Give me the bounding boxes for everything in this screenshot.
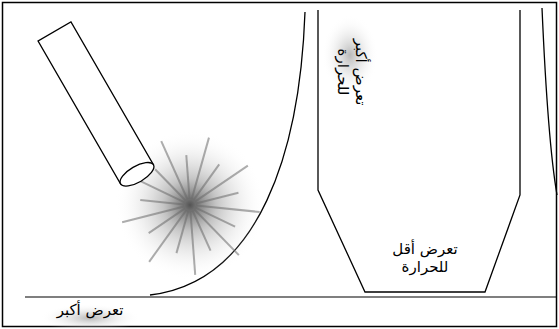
heat-exposure-label: تعرض أكبر [30, 301, 150, 319]
heat-exposure-label: تعرض أكبر للحرارة [334, 30, 370, 114]
flare-ray [196, 206, 260, 212]
flare-ray [149, 208, 185, 233]
flare-ray [186, 155, 189, 199]
surface-curve [542, 8, 557, 195]
vessel-shape: تعرض أكبر للحرارة تعرض أقل للحرارة [318, 10, 520, 292]
flare-ray [192, 210, 210, 250]
flare-ray [140, 200, 184, 204]
flare-ray [122, 206, 184, 222]
frame [3, 3, 557, 327]
heat-exposure-label: تعرض أقل للحرارة [370, 240, 480, 276]
flare-ray [149, 210, 186, 262]
flare-ray [196, 193, 239, 204]
flare-ray [161, 141, 187, 199]
base-line [25, 296, 557, 297]
torch-nozzle [38, 22, 157, 191]
flare-ray [190, 211, 195, 275]
flare-ray [194, 209, 239, 255]
